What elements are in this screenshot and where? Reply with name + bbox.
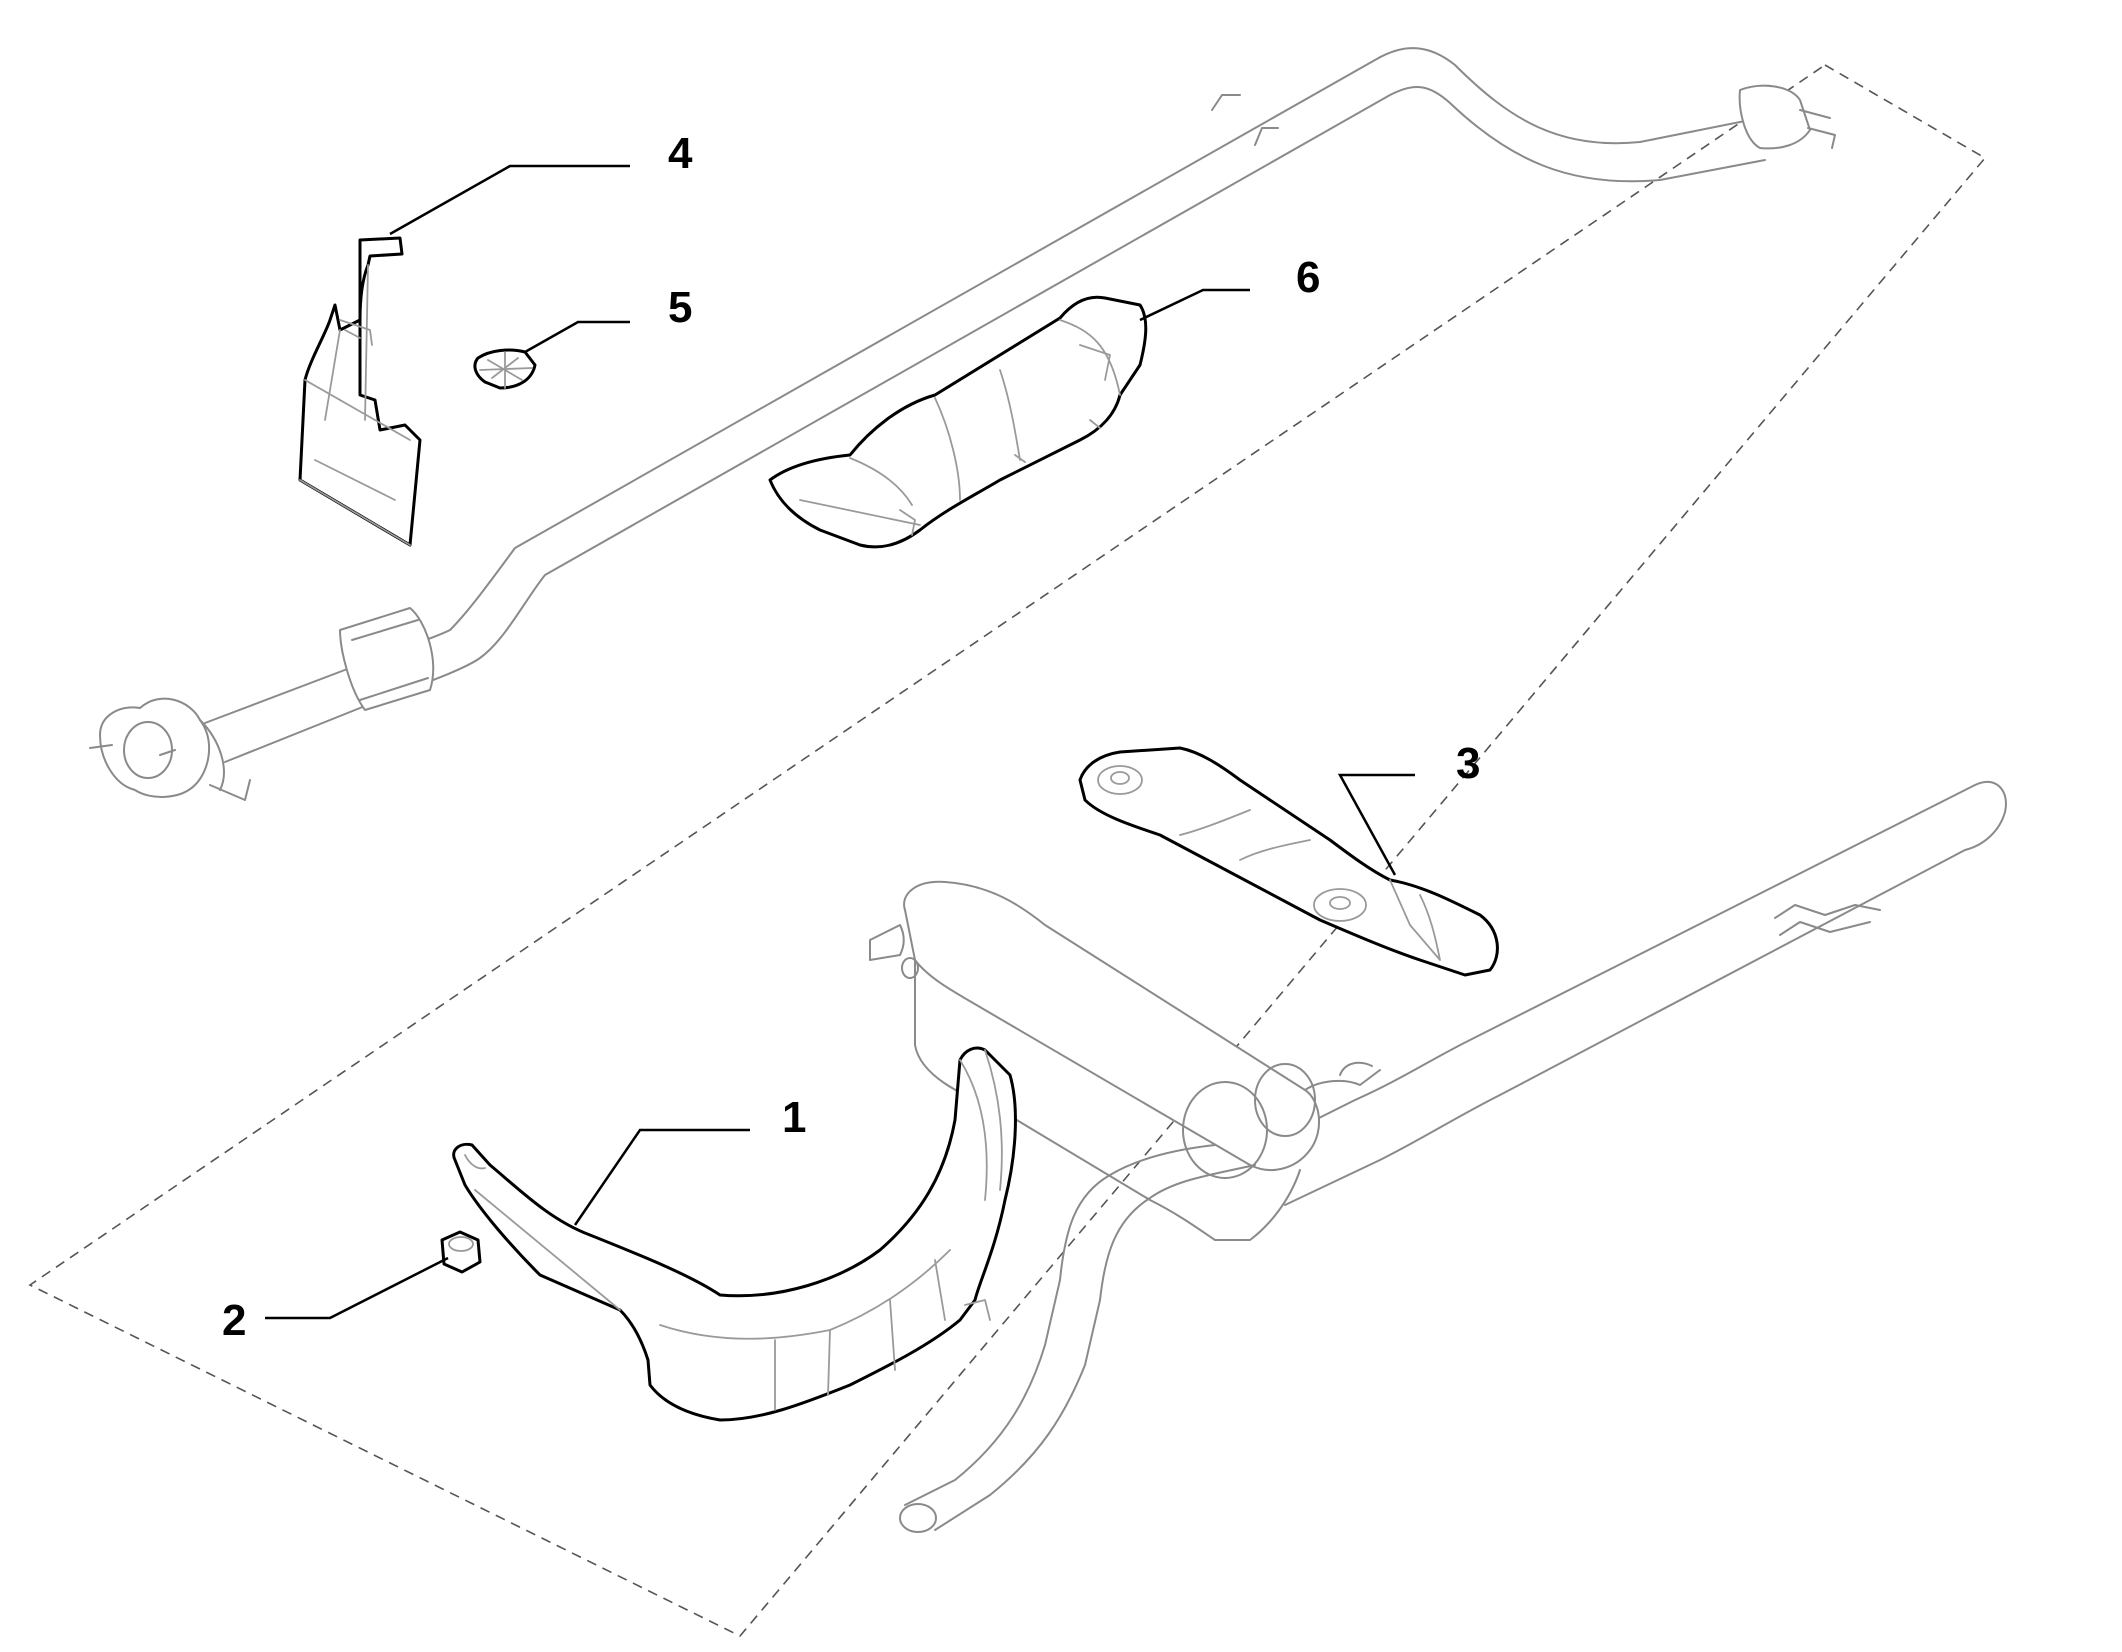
callout-2: 2 [222, 1296, 246, 1345]
assembly-boundary [28, 64, 1987, 1637]
front-exhaust-pipe [89, 47, 1836, 801]
rear-silencer-assembly [869, 780, 2007, 1533]
callout-6: 6 [1296, 253, 1320, 302]
callout-4: 4 [668, 129, 693, 178]
part-6-upper-heat-shield [768, 295, 1148, 549]
callout-5: 5 [668, 283, 692, 332]
part-5-clip [473, 348, 537, 390]
part-4-heat-shield-bracket [298, 236, 422, 547]
part-2-nut [440, 1230, 482, 1274]
part-1-lower-heat-shield [452, 1046, 1017, 1422]
leader-lines [265, 164, 1415, 1320]
part-3-middle-heat-shield [1078, 746, 1499, 977]
callout-3: 3 [1456, 739, 1480, 788]
callout-1: 1 [782, 1093, 806, 1142]
